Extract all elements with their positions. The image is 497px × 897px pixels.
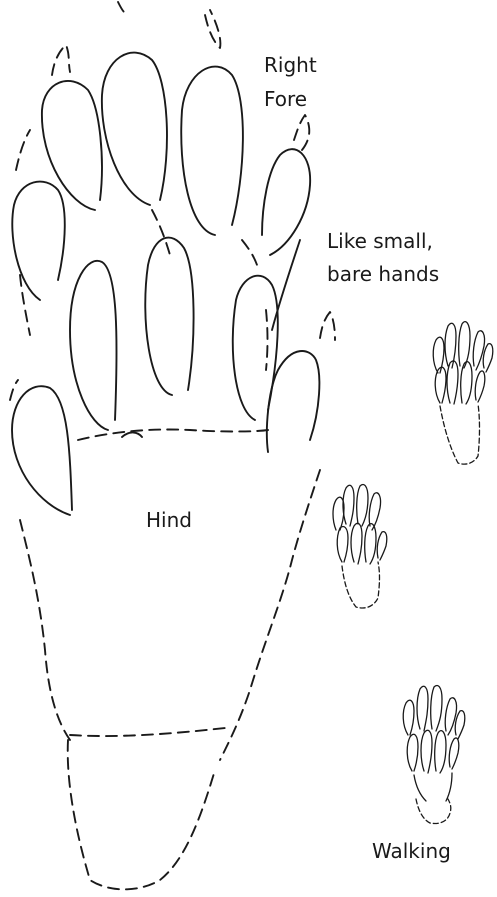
fore-toe-4	[181, 67, 243, 235]
label-like-small: Like small,	[327, 229, 433, 253]
label-hind: Hind	[146, 508, 192, 532]
label-right: Right	[264, 53, 317, 77]
hind-sole-right	[220, 470, 320, 760]
fore-toe-3	[102, 53, 167, 205]
fore-inner-2	[242, 240, 258, 268]
hind-nail-3	[122, 432, 142, 437]
hind-sole-left	[20, 520, 70, 740]
small-track-1	[433, 322, 493, 465]
fore-right-edge	[272, 240, 300, 330]
hind-heel-line	[70, 728, 225, 736]
fore-toe-5	[262, 149, 310, 255]
fore-toe-2	[42, 81, 102, 210]
hind-claw-1	[10, 380, 18, 400]
label-walking: Walking	[372, 839, 451, 863]
small-track-2	[333, 485, 387, 608]
label-fore: Fore	[264, 87, 307, 111]
small-track-3	[403, 686, 465, 824]
fore-claw-2	[52, 45, 70, 75]
hind-toe-1	[12, 386, 72, 515]
fore-claw-4	[205, 10, 220, 48]
hind-claw-5	[320, 312, 335, 340]
fore-heel	[78, 429, 268, 440]
hind-heel-bottom	[68, 740, 215, 889]
hind-print	[10, 238, 335, 890]
hind-toe-4	[233, 276, 278, 420]
hind-toe-2	[70, 261, 117, 430]
fore-claw-5	[294, 115, 309, 150]
hind-toe-3	[145, 238, 193, 395]
fore-claw-1	[16, 130, 30, 170]
fore-side-left	[20, 275, 30, 335]
label-bare-hands: bare hands	[327, 262, 439, 286]
fore-right-side	[266, 310, 268, 370]
fore-claw-3	[118, 2, 124, 12]
